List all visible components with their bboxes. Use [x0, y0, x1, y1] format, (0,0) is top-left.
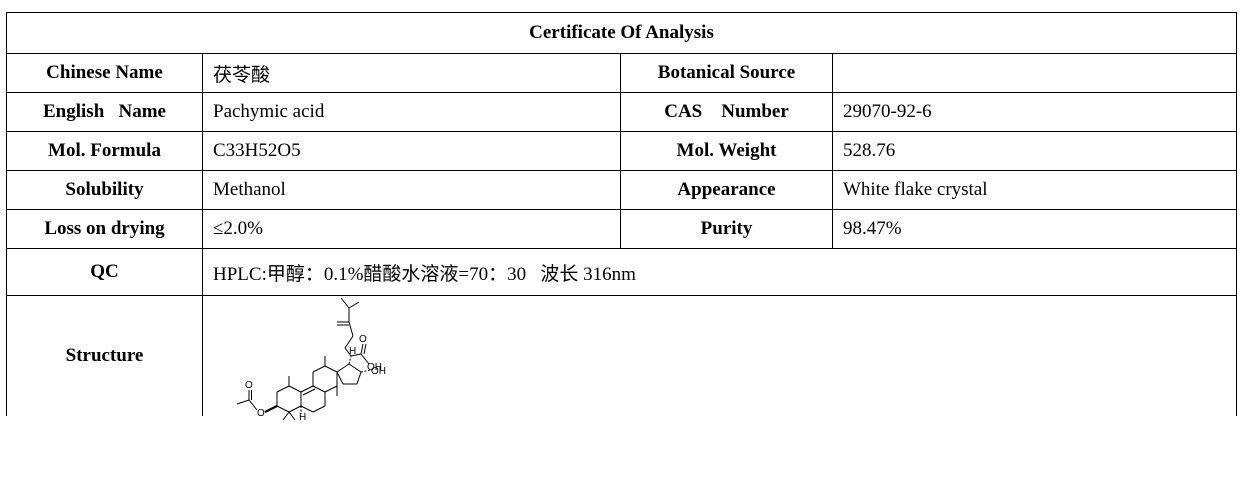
atom-label: H — [299, 412, 306, 420]
cas-number-value: 29070-92-6 — [832, 92, 1237, 132]
table-row: English Name Pachymic acid CAS Number 29… — [6, 92, 1237, 132]
appearance-label: Appearance — [620, 170, 833, 210]
purity-label: Purity — [620, 209, 833, 249]
botanical-source-value — [832, 53, 1237, 93]
qc-value: HPLC:甲醇：0.1%醋酸水溶液=70：30 波长 316nm — [202, 248, 1237, 296]
loss-on-drying-label: Loss on drying — [6, 209, 203, 249]
table-row: Structure — [6, 295, 1237, 420]
page-title: Certificate Of Analysis — [6, 12, 1237, 54]
chinese-name-label: Chinese Name — [6, 53, 203, 93]
atom-label: O — [245, 380, 253, 391]
cas-number-label: CAS Number — [620, 92, 833, 132]
table-row: Chinese Name 茯苓酸 Botanical Source — [6, 53, 1237, 93]
table-row: Loss on drying ≤2.0% Purity 98.47% — [6, 209, 1237, 249]
structure-cell: H O OH OH O O H — [202, 295, 1237, 420]
atom-label: OH — [367, 362, 382, 373]
table-row: Solubility Methanol Appearance White fla… — [6, 170, 1237, 210]
atom-label: H — [349, 346, 356, 357]
qc-label: QC — [6, 248, 203, 296]
appearance-value: White flake crystal — [832, 170, 1237, 210]
solubility-value: Methanol — [202, 170, 621, 210]
structure-label: Structure — [6, 295, 203, 416]
solubility-label: Solubility — [6, 170, 203, 210]
chemical-structure-image: H O OH OH O O H — [236, 297, 386, 420]
table-row: QC HPLC:甲醇：0.1%醋酸水溶液=70：30 波长 316nm — [6, 248, 1237, 296]
purity-value: 98.47% — [832, 209, 1237, 249]
mol-weight-value: 528.76 — [832, 131, 1237, 171]
mol-formula-value: C33H52O5 — [202, 131, 621, 171]
loss-on-drying-value: ≤2.0% — [202, 209, 621, 249]
cropped-header-text — [0, 0, 200, 12]
mol-formula-label: Mol. Formula — [6, 131, 203, 171]
table-row: Mol. Formula C33H52O5 Mol. Weight 528.76 — [6, 131, 1237, 171]
atom-label: O — [257, 408, 265, 419]
chinese-name-value: 茯苓酸 — [202, 53, 621, 93]
coa-table: Certificate Of Analysis Chinese Name 茯苓酸… — [6, 12, 1237, 420]
atom-label: OH — [371, 366, 386, 377]
english-name-value: Pachymic acid — [202, 92, 621, 132]
mol-weight-label: Mol. Weight — [620, 131, 833, 171]
botanical-source-label: Botanical Source — [620, 53, 833, 93]
atom-label: O — [359, 334, 367, 345]
english-name-label: English Name — [6, 92, 203, 132]
